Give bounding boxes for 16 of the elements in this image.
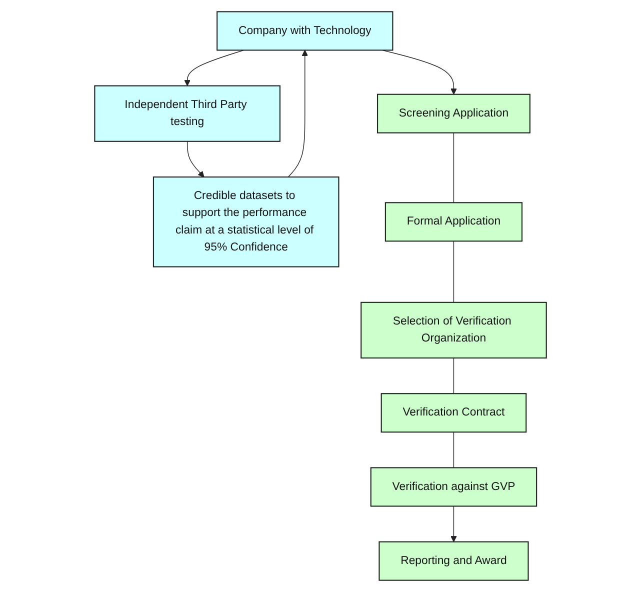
connector [454, 132, 455, 204]
node-box: Company with Technology [217, 11, 394, 51]
arrow [288, 50, 308, 178]
node-box: Credible datasets to support the performance claim at a statistical level of 95% Confidence [153, 176, 340, 268]
connector [454, 432, 455, 468]
node-box: Reporting and Award [379, 541, 530, 581]
connector [454, 358, 455, 394]
node-box: Verification against GVP [370, 467, 538, 507]
arrow [187, 141, 205, 178]
node-box: Formal Application [385, 202, 523, 242]
node-box: Independent Third Party testing [94, 85, 281, 142]
node-box: Screening Application [377, 94, 531, 134]
node-box: Selection of Verification Organization [361, 302, 548, 359]
node-box: Verification Contract [381, 393, 528, 433]
arrow [451, 506, 458, 542]
connector [454, 240, 455, 303]
